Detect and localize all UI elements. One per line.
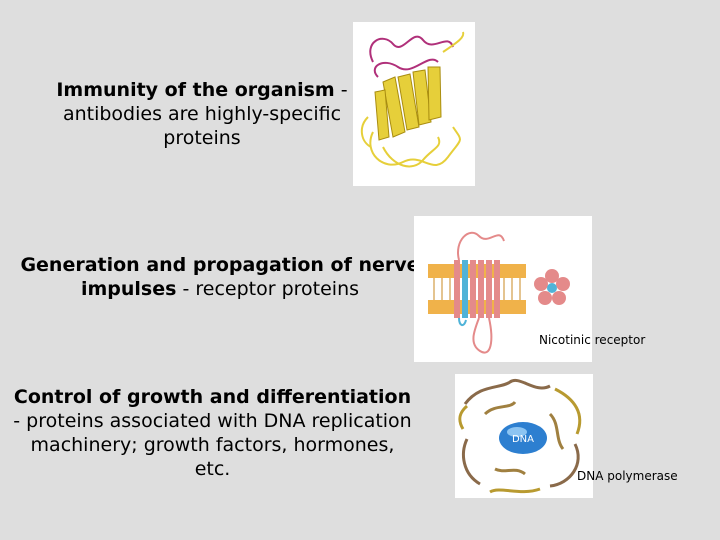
dna-polymerase-caption: DNA polymerase xyxy=(577,469,678,483)
immunity-text-block: Immunity of the organism - antibodies ar… xyxy=(52,78,352,150)
immunity-heading: Immunity of the organism xyxy=(56,79,335,101)
antibody-structure-image xyxy=(353,22,475,186)
nerve-impulses-text-block: Generation and propagation of nerve impu… xyxy=(20,253,420,301)
growth-control-description: - proteins associated with DNA replicati… xyxy=(13,410,412,480)
dna-label: DNA xyxy=(512,434,534,445)
growth-control-text-block: Control of growth and differentiation - … xyxy=(10,385,415,481)
immunity-description: - antibodies are highly-specific protein… xyxy=(62,79,348,149)
growth-control-heading: Control of growth and differentiation xyxy=(13,386,412,408)
nicotinic-receptor-caption: Nicotinic receptor xyxy=(539,333,646,347)
dna-polymerase-image: DNA xyxy=(455,374,593,498)
nicotinic-receptor-image xyxy=(414,216,592,362)
nerve-impulses-heading: Generation and propagation of nerve impu… xyxy=(20,254,420,300)
nerve-impulses-description: - receptor proteins xyxy=(176,278,360,300)
